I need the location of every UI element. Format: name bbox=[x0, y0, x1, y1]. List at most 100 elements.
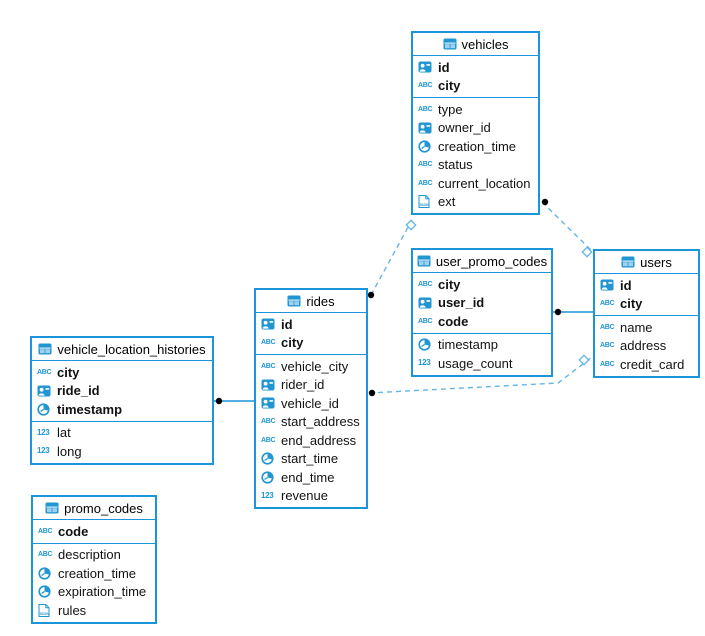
cardinality-diamond bbox=[581, 246, 593, 258]
table-icon bbox=[38, 343, 52, 355]
field-name: expiration_time bbox=[58, 584, 147, 600]
field-owner_id[interactable]: owner_id bbox=[413, 119, 538, 138]
abc-icon: ABC bbox=[418, 179, 433, 187]
table-header[interactable]: vehicles bbox=[413, 33, 538, 56]
clock-icon bbox=[261, 452, 274, 465]
field-timestamp[interactable]: timestamp bbox=[413, 336, 551, 355]
field-type-icon-wrap: ABC bbox=[38, 551, 56, 558]
abc-icon: ABC bbox=[418, 317, 433, 325]
field-creation_time[interactable]: creation_time bbox=[33, 564, 155, 583]
clock-icon bbox=[261, 471, 274, 484]
field-type-icon-wrap: ABC bbox=[37, 369, 55, 376]
field-type-icon-wrap bbox=[418, 61, 436, 73]
field-name: long bbox=[57, 443, 82, 459]
field-start_time[interactable]: start_time bbox=[256, 450, 366, 469]
id-card-icon bbox=[418, 297, 432, 309]
field-rules[interactable]: JSON rules bbox=[33, 601, 155, 620]
table-title: vehicle_location_histories bbox=[57, 341, 206, 357]
field-rider_id[interactable]: rider_id bbox=[256, 376, 366, 395]
table-header[interactable]: promo_codes bbox=[33, 497, 155, 520]
field-end_time[interactable]: end_time bbox=[256, 468, 366, 487]
field-name: city bbox=[57, 364, 80, 380]
relation-vehicles-to-users[interactable] bbox=[541, 201, 592, 251]
field-type-icon-wrap bbox=[418, 297, 436, 309]
field-name: rules bbox=[58, 602, 87, 618]
field-id[interactable]: id bbox=[256, 315, 366, 334]
number-icon: 123 bbox=[261, 490, 274, 500]
field-type-icon-wrap: 123 bbox=[261, 490, 279, 500]
field-type-icon-wrap: ABC bbox=[418, 82, 436, 89]
json-icon: JSON bbox=[418, 195, 430, 209]
clock-icon bbox=[418, 140, 431, 153]
table-header[interactable]: rides bbox=[256, 290, 366, 313]
table-icon bbox=[443, 38, 457, 50]
relation-rides-to-vehicles[interactable] bbox=[370, 219, 413, 296]
field-expiration_time[interactable]: expiration_time bbox=[33, 583, 155, 602]
field-name: end_address bbox=[281, 432, 357, 448]
table-header[interactable]: user_promo_codes bbox=[413, 250, 551, 273]
cardinality-dot bbox=[541, 198, 549, 206]
cardinality-dot bbox=[554, 308, 562, 316]
field-name: lat bbox=[57, 425, 71, 441]
field-user_id[interactable]: user_id bbox=[413, 294, 551, 313]
field-timestamp[interactable]: timestamp bbox=[32, 400, 212, 419]
field-id[interactable]: id bbox=[595, 276, 698, 295]
abc-icon: ABC bbox=[38, 527, 53, 535]
table-header[interactable]: vehicle_location_histories bbox=[32, 338, 212, 361]
field-name: address bbox=[620, 338, 667, 354]
abc-icon: ABC bbox=[38, 551, 53, 559]
relation-rides-to-users[interactable] bbox=[368, 356, 593, 394]
clock-icon bbox=[38, 567, 51, 580]
field-type-icon-wrap bbox=[38, 567, 56, 580]
abc-icon: ABC bbox=[600, 300, 615, 308]
table-title: user_promo_codes bbox=[435, 253, 548, 269]
field-id[interactable]: id bbox=[413, 58, 538, 77]
field-name: city bbox=[281, 335, 304, 351]
id-card-icon bbox=[418, 61, 432, 73]
field-ride_id[interactable]: ride_id bbox=[32, 382, 212, 401]
field-vehicle_id[interactable]: vehicle_id bbox=[256, 394, 366, 413]
table-header[interactable]: users bbox=[595, 251, 698, 274]
field-ext[interactable]: JSON ext bbox=[413, 193, 538, 212]
field-creation_time[interactable]: creation_time bbox=[413, 137, 538, 156]
cardinality-dot bbox=[368, 389, 376, 397]
field-type-icon-wrap: ABC bbox=[600, 324, 618, 331]
field-type-icon-wrap: ABC bbox=[261, 363, 279, 370]
svg-text:JSON: JSON bbox=[419, 203, 430, 207]
field-name: id bbox=[620, 277, 632, 293]
field-type-icon-wrap: 123 bbox=[37, 447, 55, 455]
